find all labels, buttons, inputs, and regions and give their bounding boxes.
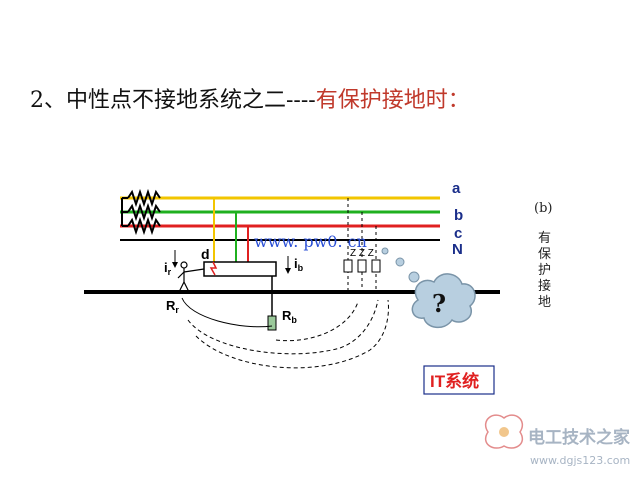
svg-text:有: 有 [538, 231, 551, 246]
earth-electrode-rb [267, 315, 277, 331]
svg-text:地: 地 [538, 295, 551, 310]
thought-bubbles [381, 247, 420, 283]
fault-spark [209, 261, 218, 276]
transformer-windings [121, 188, 161, 236]
ib-arrowhead [285, 268, 291, 274]
caption-b: (b) [534, 201, 552, 216]
person-figure [177, 261, 205, 293]
svg-text:护: 护 [538, 263, 551, 278]
neutral-label: N [452, 241, 463, 258]
rb-label: Rb [282, 308, 297, 325]
svg-text:保: 保 [538, 247, 551, 262]
title-main: 2、中性点不接地系统之二---- [30, 88, 316, 113]
title-sub: 有保护接地时： [315, 88, 470, 113]
it-system-box [423, 365, 495, 395]
ir-label: ir [164, 260, 172, 277]
ib-label: ib [294, 256, 304, 273]
center-watermark: www. pw0. cn [254, 232, 367, 251]
capacitors [343, 259, 381, 273]
url-watermark: www.dgjs123.com [530, 454, 630, 467]
vertical-caption: 有 保 护 接 地 [538, 231, 551, 310]
z-marks: Z Z Z [350, 248, 374, 259]
equipment-label-d: d [201, 246, 210, 262]
phase-c-label: c [454, 225, 462, 242]
brand-logo [484, 414, 524, 449]
rr-label: Rr [166, 298, 179, 315]
svg-text:接: 接 [538, 278, 551, 294]
question-mark: ? [432, 289, 446, 318]
question-cloud [411, 273, 476, 329]
it-system-label: IT系统 [430, 371, 479, 391]
capacitance-lines [347, 198, 377, 292]
brand-watermark: 电工技术之家 [528, 427, 630, 448]
phase-b-label: b [454, 207, 463, 224]
phase-a-label: a [452, 180, 461, 197]
ir-arrowhead [172, 262, 178, 268]
earth-current-paths [181, 297, 389, 369]
page-title: 2、中性点不接地系统之二----有保护接地时： [30, 82, 470, 114]
